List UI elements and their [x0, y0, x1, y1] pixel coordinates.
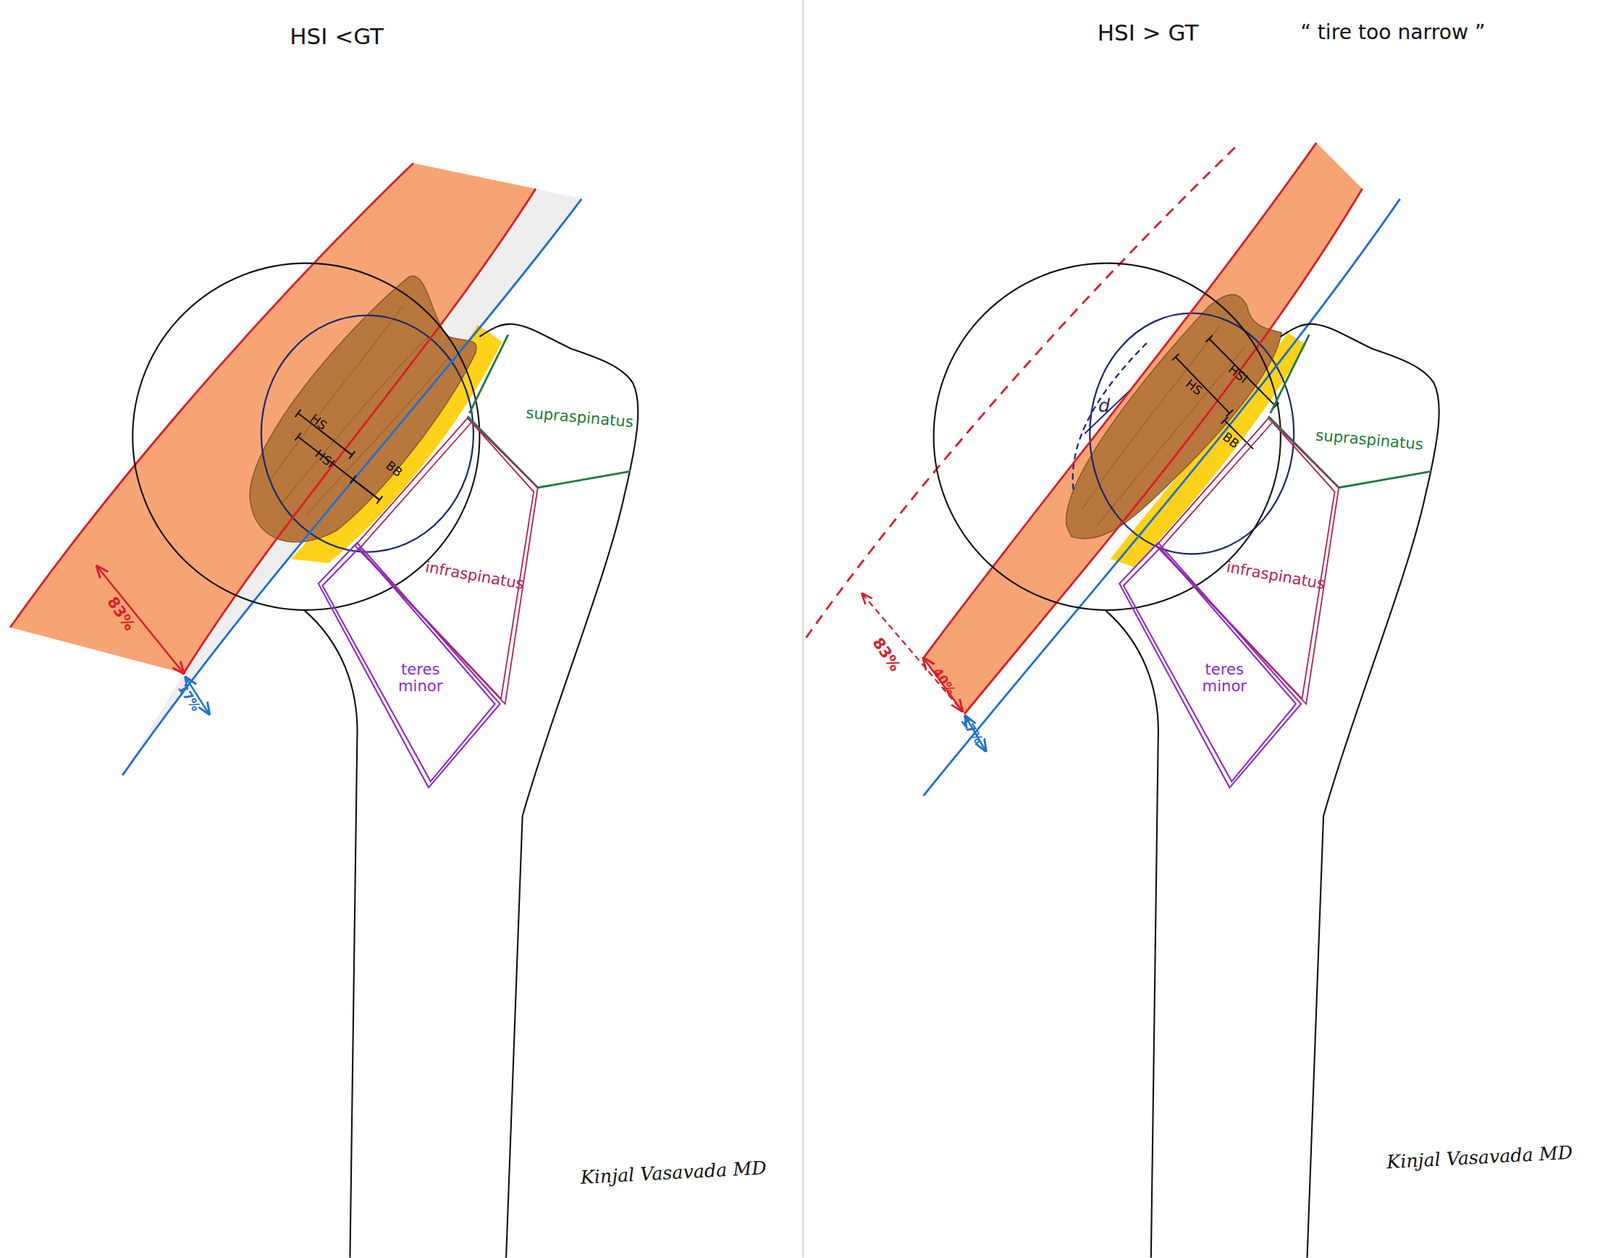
measure-label: BB: [1219, 430, 1241, 452]
shaft-edge: [304, 610, 358, 1258]
bb-measure: [353, 479, 381, 500]
left-bands: [10, 163, 582, 777]
humerus: [933, 263, 1440, 1258]
humerus: [132, 263, 638, 1258]
muscle-label: supraspinatus: [1314, 427, 1424, 454]
muscle-label: teres minor: [389, 662, 452, 695]
percent-label: 83%: [868, 635, 903, 675]
muscle-label: supraspinatus: [524, 405, 634, 431]
inner-red-line: [964, 188, 1363, 715]
supraspinatus-footprint: [1268, 334, 1433, 488]
distance-label: d: [1098, 396, 1110, 417]
blue-line: [923, 199, 1401, 797]
panel-divider: [802, 0, 804, 1258]
infraspinatus-footprint: [1156, 418, 1339, 705]
percent-label: 17%: [957, 714, 985, 747]
panel-subheading: “ tire too narrow ”: [1300, 21, 1485, 44]
panel-heading: HSI > GT: [1097, 20, 1199, 45]
panel-heading: HSI <GT: [289, 24, 384, 49]
percent-label: 40%: [930, 666, 958, 698]
wood-texture: [1081, 326, 1246, 526]
percent-label: 17%: [175, 681, 202, 714]
measure-label: BB: [382, 459, 404, 480]
muscle-label: infraspinatus: [1224, 559, 1327, 593]
dimension-arrow: [862, 593, 963, 711]
measure-label: HSI: [1225, 363, 1250, 387]
measure-label: HSI: [312, 447, 337, 471]
hill-sachs-lesion: [1066, 294, 1283, 539]
infraspinatus-footprint: [354, 418, 538, 705]
right-bands: [805, 142, 1400, 796]
hsi-measure: [298, 436, 381, 500]
muscle-label: infraspinatus: [424, 559, 526, 593]
dimension-arrow: [97, 566, 184, 674]
hsi-measure: [1209, 338, 1276, 407]
shaft-edge: [1104, 610, 1159, 1258]
signature: Kinjal Vasavada MD: [579, 1159, 767, 1189]
greater-tuberosity: [479, 324, 638, 1258]
glenoid-track-band: [10, 163, 536, 675]
wood-texture: [270, 306, 450, 516]
measure-label: HS: [1182, 377, 1204, 398]
humeral-head: [132, 263, 480, 611]
percent-label: 83%: [103, 594, 138, 634]
dimension-arrow: [923, 658, 963, 711]
measure-label: HS: [307, 411, 329, 433]
greater-tuberosity: [1280, 324, 1440, 1258]
hs-measure: [1175, 356, 1231, 414]
muscle-label: teres minor: [1193, 662, 1256, 695]
signature: Kinjal Vasavada MD: [1386, 1143, 1574, 1173]
d-measure: [1084, 389, 1131, 434]
humeral-head: [933, 263, 1281, 611]
outer-red-line: [10, 163, 414, 628]
